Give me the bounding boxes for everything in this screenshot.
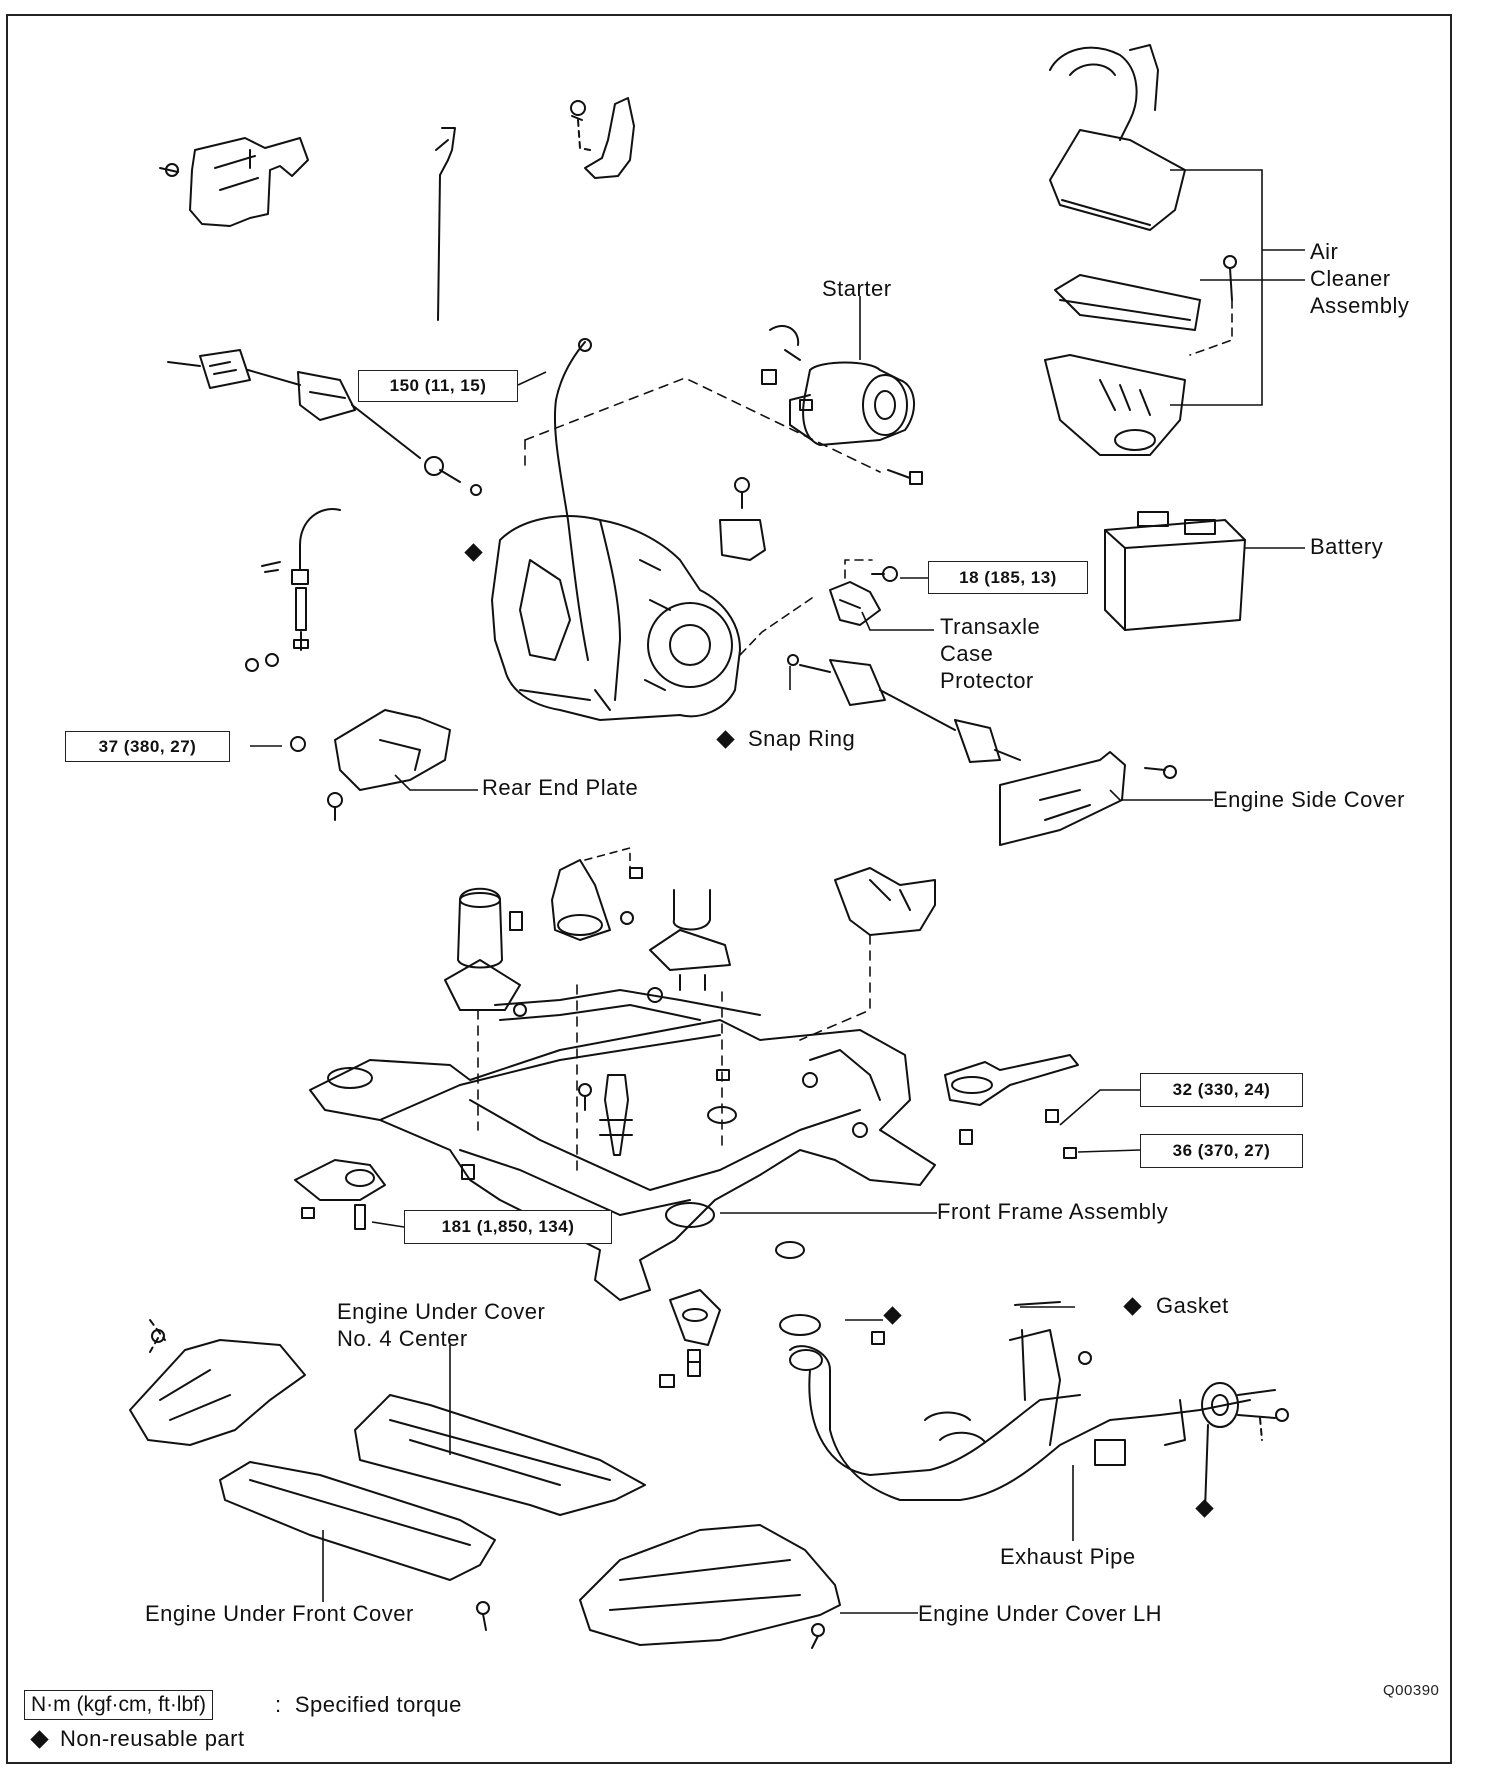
label-engine-side-cover: Engine Side Cover: [1213, 787, 1405, 812]
figure-code: Q00390: [1383, 1682, 1440, 1699]
drive-shaft-right-part: [787, 654, 1021, 763]
battery-part: [1104, 511, 1246, 631]
engine-under-front-cover-part: [219, 1461, 496, 1631]
torque-box-37: 37 (380, 27): [65, 731, 230, 762]
transaxle-part: [491, 515, 741, 721]
label-exhaust-pipe: Exhaust Pipe: [1000, 1544, 1136, 1569]
label-gasket: Gasket: [1156, 1293, 1229, 1318]
rear-end-plate-part: [290, 709, 451, 821]
rear-mount-part: [659, 1289, 721, 1388]
front-frame-shock-part: [578, 1069, 805, 1259]
front-frame-assembly-part: [309, 987, 936, 1301]
label-battery: Battery: [1310, 534, 1384, 559]
throttle-cable-part: [553, 338, 592, 661]
torque-box-18: 18 (185, 13): [928, 561, 1088, 594]
side-mount-left-part: [294, 1159, 475, 1230]
label-front-frame-assembly: Front Frame Assembly: [937, 1199, 1169, 1224]
label-snap-ring: Snap Ring: [748, 726, 856, 751]
engine-under-cover-center-part: [354, 1394, 646, 1516]
torque-box-150: 150 (11, 15): [358, 370, 518, 402]
label-air-cleaner-assembly: Air Cleaner Assembly: [1310, 239, 1410, 318]
engine-cover-plate-part: [159, 137, 309, 227]
air-cleaner-part: [1044, 44, 1237, 456]
engine-under-cover-left-part: [129, 1319, 306, 1446]
torque-box-32: 32 (330, 24): [1140, 1073, 1303, 1107]
exhaust-pipe-part: [779, 1301, 1289, 1511]
bracket-part: [570, 97, 635, 179]
speed-sensor-cable-part: [245, 508, 341, 672]
label-engine-under-cover-lh: Engine Under Cover LH: [918, 1601, 1163, 1626]
diagram-frame: [6, 14, 1452, 1764]
transaxle-case-protector-part: [829, 581, 881, 626]
label-transaxle-case-protector: Transaxle Case Protector: [940, 614, 1041, 693]
engine-under-cover-lh-part: [579, 1524, 841, 1649]
mount-bracket-small-part: [719, 477, 766, 561]
label-engine-under-front-cover: Engine Under Front Cover: [145, 1601, 414, 1626]
dipstick-part: [435, 127, 456, 321]
side-mount-right-part: [944, 1054, 1079, 1159]
legend-nonreusable-description: Non-reusable part: [60, 1726, 245, 1751]
label-engine-under-cover-no4: Engine Under Cover No. 4 Center: [337, 1299, 546, 1351]
label-rear-end-plate: Rear End Plate: [482, 775, 639, 800]
engine-mount-parts: [444, 859, 936, 1011]
engine-side-cover-part: [999, 751, 1177, 846]
drive-shaft-left-part: [167, 349, 482, 496]
legend-torque-description: : Specified torque: [275, 1692, 462, 1717]
label-starter: Starter: [822, 276, 892, 301]
torque-box-36: 36 (370, 27): [1140, 1134, 1303, 1168]
starter-part: [761, 325, 923, 485]
torque-box-181: 181 (1,850, 134): [404, 1210, 612, 1244]
legend-torque-unit: N·m (kgf·cm, ft·lbf): [24, 1690, 213, 1720]
